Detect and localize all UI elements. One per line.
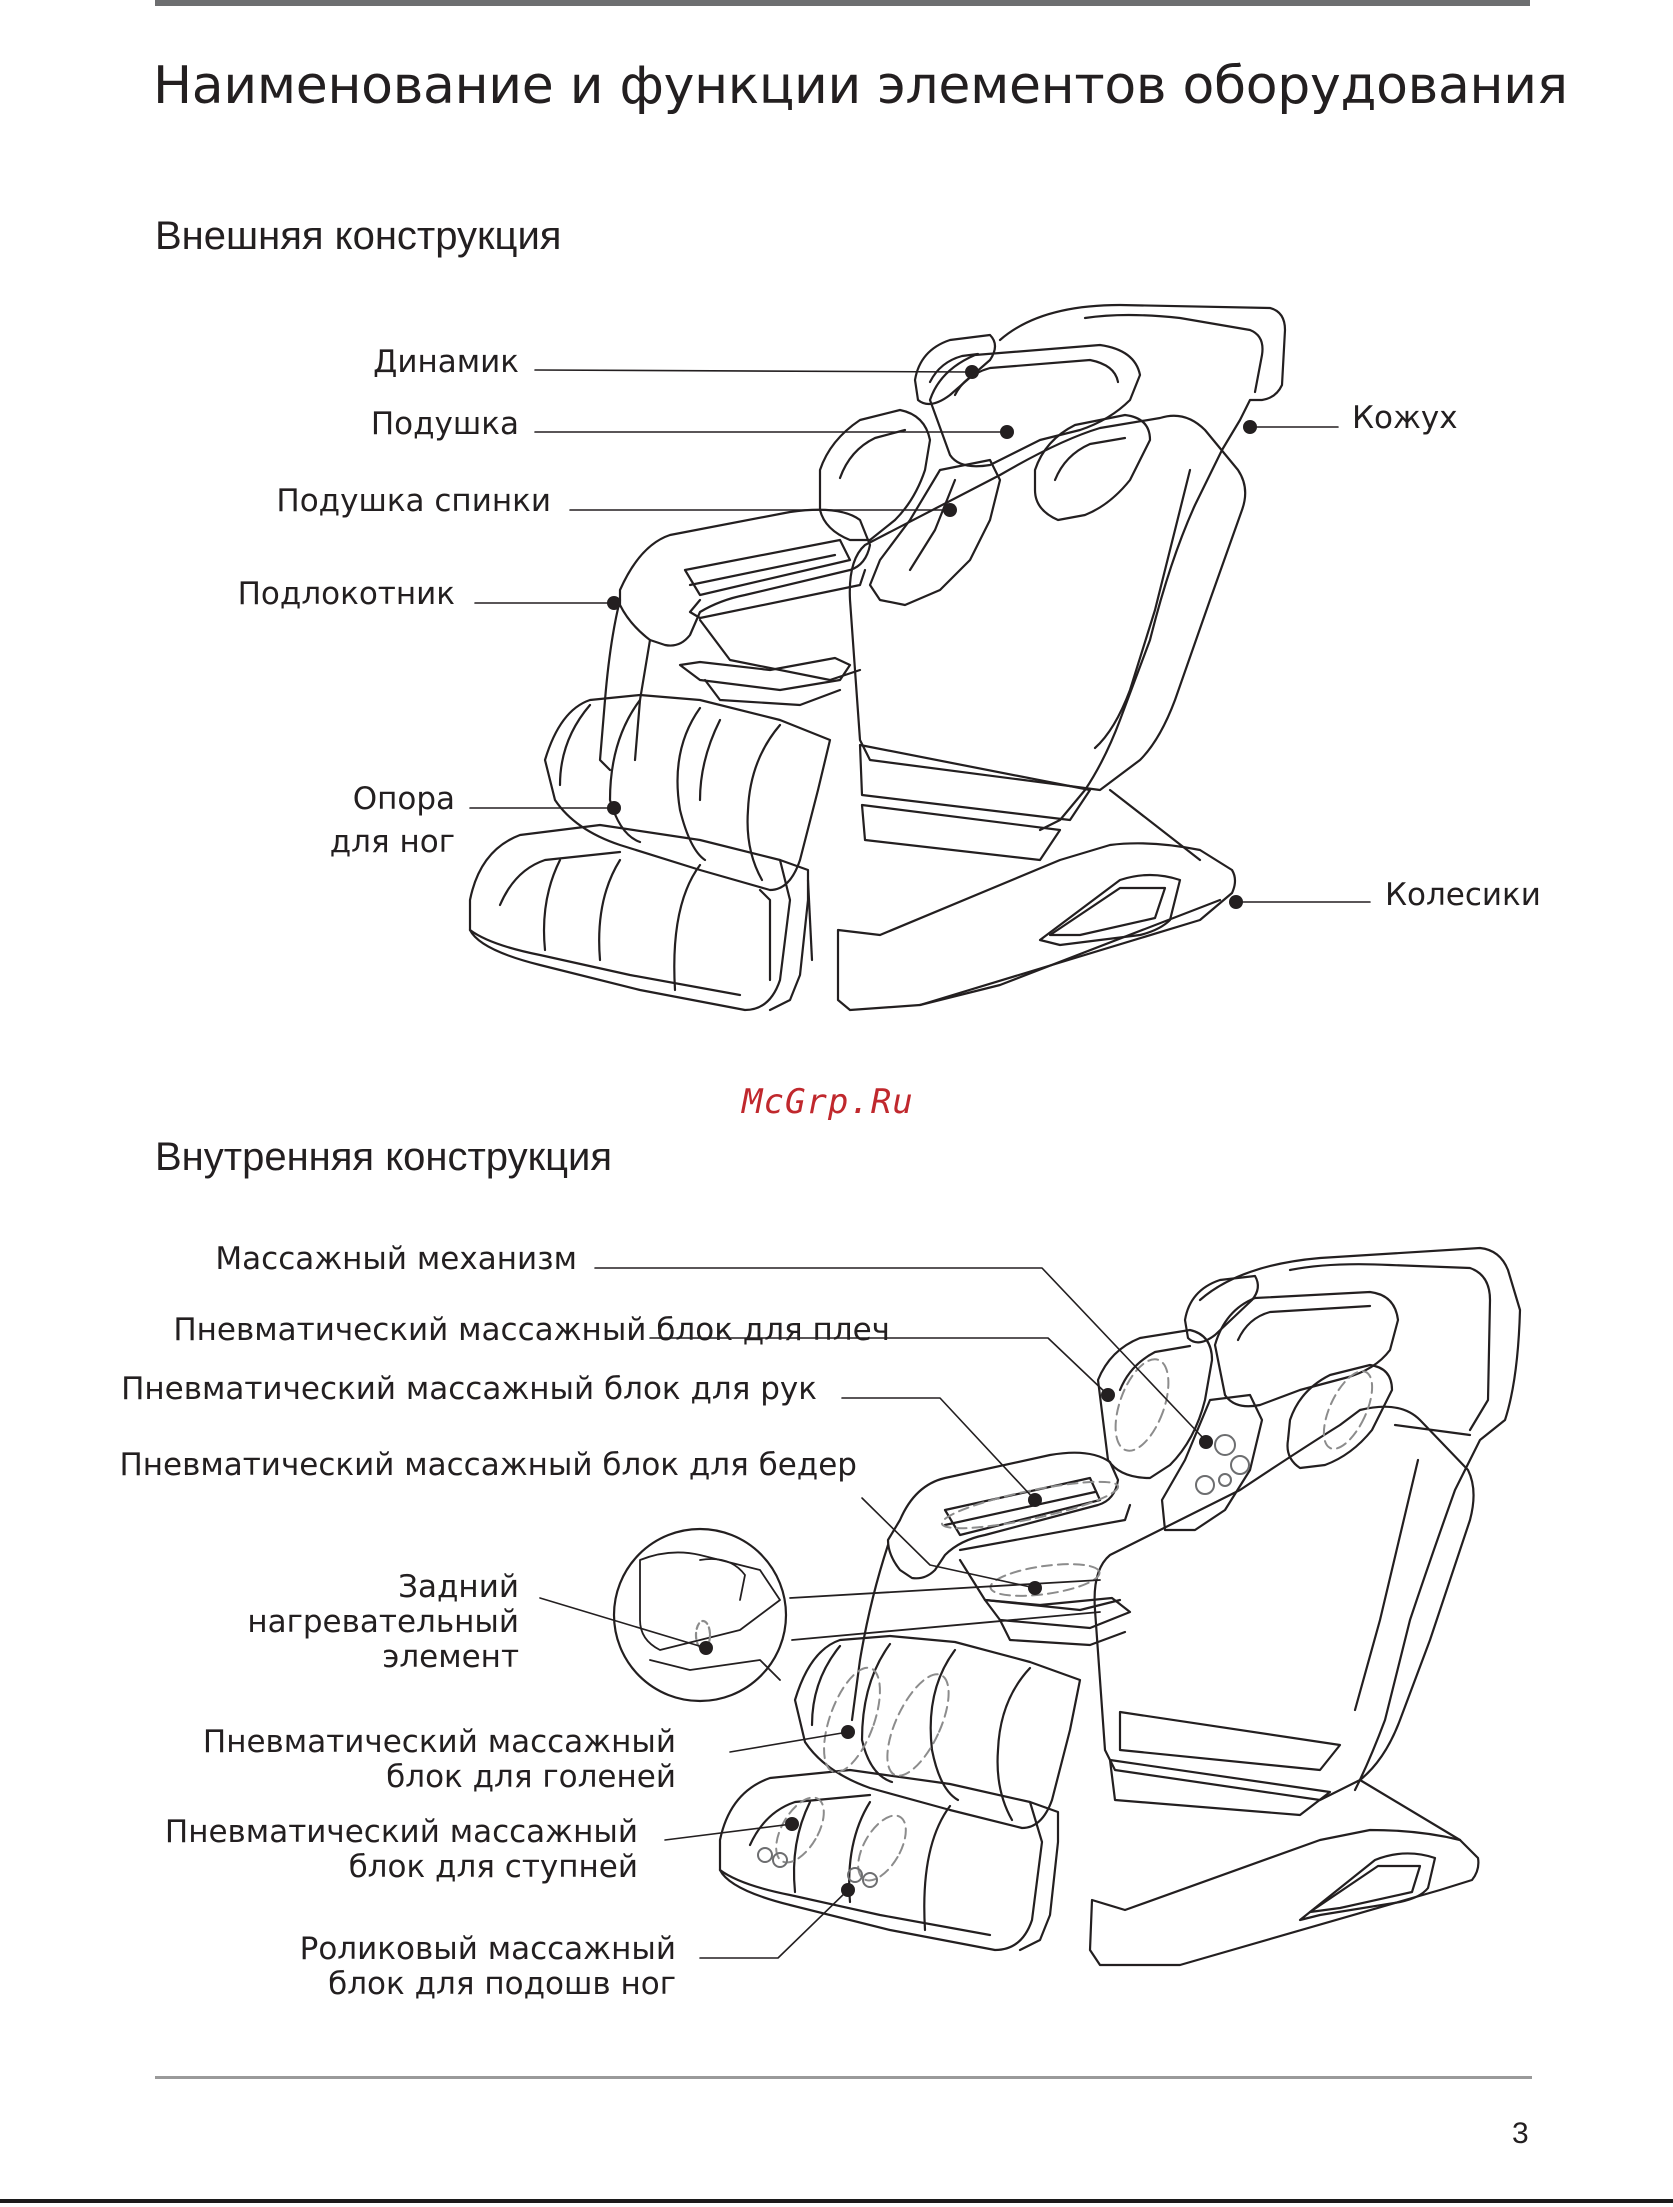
section-heading-exterior: Внешняя конструкция (155, 214, 562, 258)
label-sole-roller-line2: блок для подошв ног (328, 1966, 676, 2002)
label-wheels: Колесики (1385, 877, 1541, 913)
label-back-cushion: Подушка спинки (276, 483, 551, 519)
label-pillow: Подушка (370, 406, 519, 442)
label-leg-rest-line2: для ног (329, 824, 455, 860)
section-heading-interior: Внутренняя конструкция (155, 1135, 613, 1179)
label-heater-line2: нагревательный (247, 1604, 519, 1640)
label-heater-line1: Задний (398, 1569, 519, 1605)
watermark: McGrp.Ru (742, 1082, 914, 1122)
label-leg-rest-line1: Опора (352, 781, 455, 817)
page-title: Наименование и функции элементов оборудо… (153, 56, 1568, 116)
page-number: 3 (1512, 2117, 1529, 2150)
label-arm-airbag: Пневматический массажный блок для рук (121, 1371, 817, 1407)
label-speaker: Динамик (373, 344, 519, 380)
label-hip-airbag: Пневматический массажный блок для бедер (119, 1447, 857, 1483)
label-cover: Кожух (1352, 400, 1458, 436)
label-calf-airbag-line2: блок для голеней (386, 1759, 676, 1795)
label-foot-airbag-line2: блок для ступней (348, 1849, 638, 1885)
footer-rule (0, 2199, 1673, 2203)
exterior-chair-drawing (468, 303, 1371, 1012)
label-sole-roller-line1: Роликовый массажный (299, 1931, 676, 1967)
bottom-rule (155, 2076, 1532, 2079)
label-foot-airbag-line1: Пневматический массажный (164, 1814, 638, 1850)
label-armrest: Подлокотник (237, 576, 455, 612)
label-heater-line3: элемент (382, 1639, 519, 1675)
interior-chair-drawing (539, 1246, 1522, 1967)
label-calf-airbag-line1: Пневматический массажный (202, 1724, 676, 1760)
top-rule (155, 0, 1530, 6)
label-shoulder-airbag: Пневматический массажный блок для плеч (173, 1312, 890, 1348)
label-massage-mechanism: Массажный механизм (215, 1241, 577, 1277)
